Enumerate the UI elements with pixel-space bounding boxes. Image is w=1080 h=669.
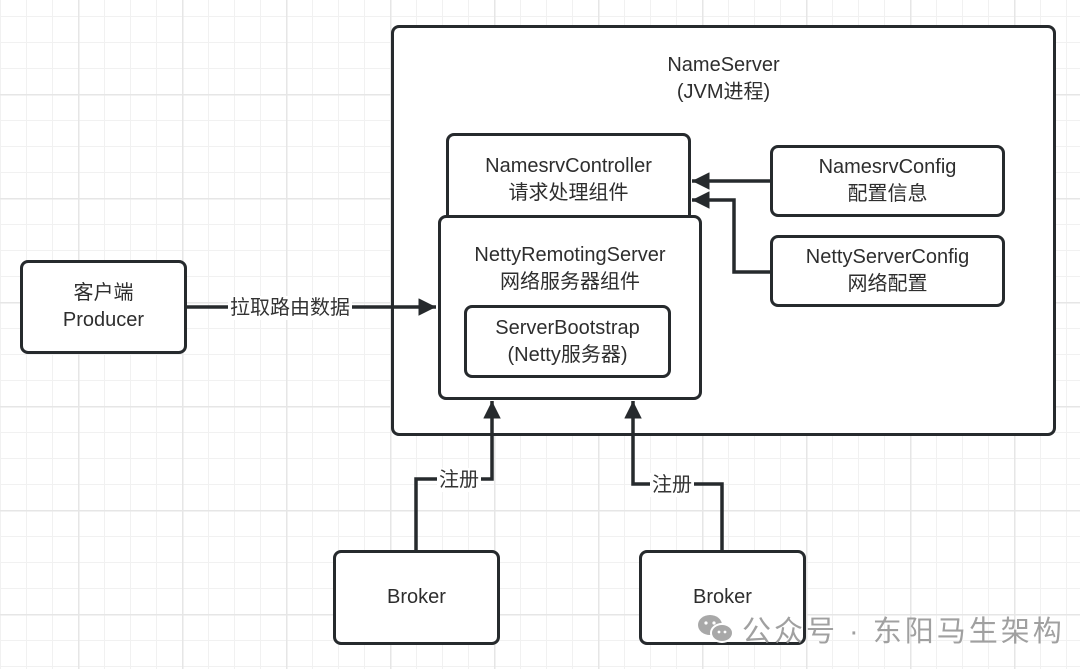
remoting-server-name: NettyRemotingServer xyxy=(474,244,666,266)
netty-config-name: NettyServerConfig xyxy=(805,246,970,268)
edge-netty-config-to-controller xyxy=(692,191,770,274)
namesrv-config-name: NamesrvConfig xyxy=(818,156,957,178)
namesrv-config-box[interactable]: NamesrvConfig 配置信息 xyxy=(770,145,1005,217)
broker-label: Broker xyxy=(387,586,446,608)
namesrv-config-desc: 配置信息 xyxy=(847,183,928,205)
edge-label-register-left: 注册 xyxy=(437,468,481,492)
watermark-text: 公众号 · 东阳马生架构 xyxy=(742,616,1065,648)
wechat-icon xyxy=(698,615,734,643)
netty-config-desc: 网络配置 xyxy=(847,273,928,295)
controller-desc: 请求处理组件 xyxy=(508,182,629,204)
client-line2: Producer xyxy=(62,309,145,331)
broker-box-right[interactable]: Broker xyxy=(639,550,806,645)
edge-label-register-right: 注册 xyxy=(650,473,694,497)
watermark: 公众号 · 东阳马生架构 xyxy=(696,608,1065,650)
netty-server-config-box[interactable]: NettyServerConfig 网络配置 xyxy=(770,235,1005,307)
nameserver-title: NameServer xyxy=(667,54,780,76)
controller-name: NamesrvController xyxy=(485,155,652,177)
client-producer-box[interactable]: 客户端 Producer xyxy=(20,260,187,354)
bootstrap-desc: (Netty服务器) xyxy=(507,343,628,366)
broker-label: Broker xyxy=(693,586,752,608)
broker-box-left[interactable]: Broker xyxy=(333,550,500,645)
remoting-server-desc: 网络服务器组件 xyxy=(500,271,640,293)
nameserver-subtitle: (JVM进程) xyxy=(676,81,771,103)
server-bootstrap-box[interactable]: ServerBootstrap (Netty服务器) xyxy=(464,305,671,378)
bootstrap-name: ServerBootstrap xyxy=(495,316,640,339)
edge-label-pull-route: 拉取路由数据 xyxy=(228,296,352,320)
client-line1: 客户端 xyxy=(73,282,134,304)
namesrv-controller-box[interactable]: NamesrvController 请求处理组件 xyxy=(446,133,691,223)
